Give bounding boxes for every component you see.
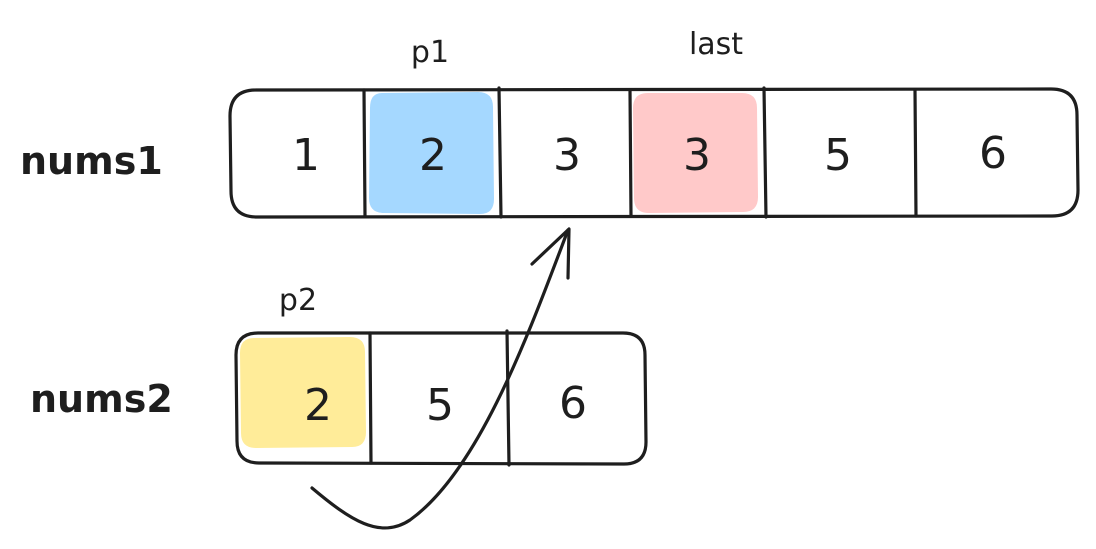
nums1-cell-value: 2 [419, 130, 447, 181]
last-pointer-label: last [689, 27, 743, 62]
nums1-cell-value: 5 [824, 130, 852, 181]
nums2-cell-value: 2 [304, 380, 332, 431]
p2-pointer-label: p2 [279, 283, 317, 318]
nums2-outline [234, 331, 648, 466]
nums2-cell-value: 6 [559, 378, 587, 429]
arrow-head [530, 227, 571, 280]
nums2-cell-value: 5 [426, 380, 454, 431]
p1-pointer-label: p1 [411, 35, 449, 70]
nums1-divider [913, 88, 918, 218]
p1-highlight [369, 92, 494, 214]
nums1-outline [228, 87, 1080, 219]
nums1-cell-value: 3 [683, 130, 711, 181]
nums1-cell-value: 6 [979, 128, 1007, 179]
nums1-divider [497, 86, 503, 219]
nums1-cell-value: 1 [292, 130, 320, 181]
nums1-label: nums1 [20, 139, 163, 183]
nums1-divider [762, 86, 768, 219]
move-arrow [310, 227, 571, 530]
nums1-divider [362, 88, 367, 218]
nums2-array [234, 329, 648, 467]
nums2-label: nums2 [30, 377, 173, 421]
nums2-divider [368, 331, 373, 465]
arrow-curve [310, 228, 570, 530]
nums2-divider [505, 329, 511, 467]
p2-highlight [240, 337, 366, 448]
nums1-array [228, 86, 1080, 219]
last-highlight [633, 93, 758, 213]
nums1-divider [628, 88, 633, 218]
nums1-cell-value: 3 [553, 130, 581, 181]
